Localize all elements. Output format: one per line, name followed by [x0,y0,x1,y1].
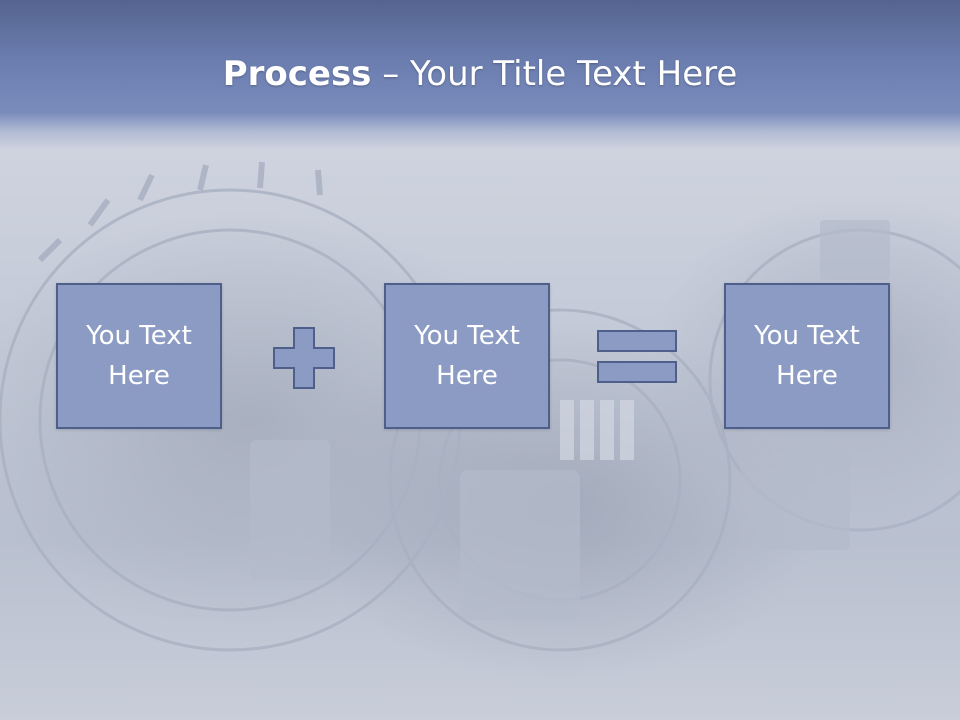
process-box-3[interactable]: You Text Here [724,283,890,429]
title-bar [0,0,960,150]
process-box-2[interactable]: You Text Here [384,283,550,429]
plus-icon [273,327,335,389]
slide-title-bold: Process [222,54,372,94]
slide-title: Process – Your Title Text Here [0,52,960,96]
process-box-1[interactable]: You Text Here [56,283,222,429]
equals-icon [597,330,677,383]
slide-title-rest: – Your Title Text Here [371,54,738,94]
